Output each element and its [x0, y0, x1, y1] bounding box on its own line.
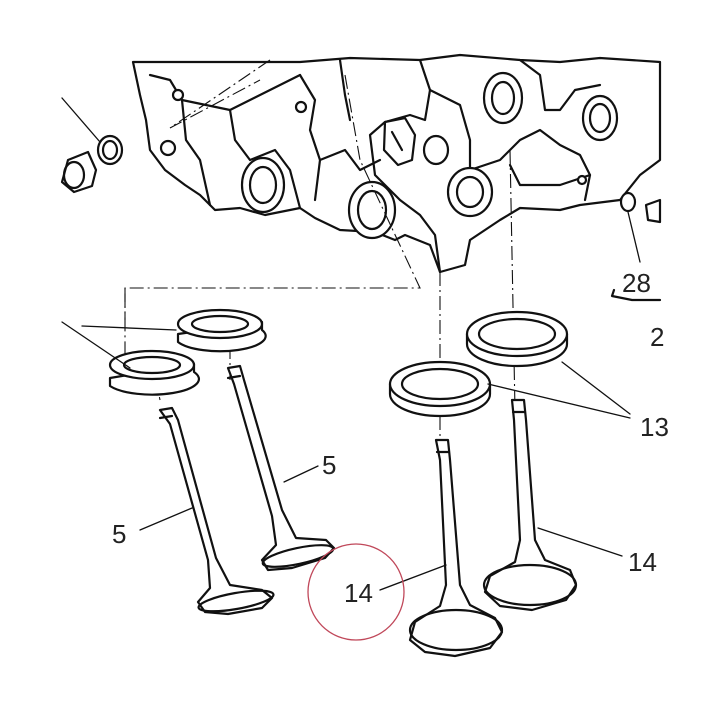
callout-5-left: 5: [112, 519, 126, 549]
valve-left-back: [226, 364, 336, 572]
screw-right: [610, 191, 662, 302]
valve-seal-left-2: [176, 308, 267, 353]
valve-14-front: [408, 438, 504, 658]
callout-28: 28: [622, 268, 651, 298]
callout-13: 13: [640, 412, 669, 442]
valve-left-front: [158, 406, 275, 616]
seat-ring-13-back: [465, 310, 569, 368]
callout-5-right: 5: [322, 450, 336, 480]
callout-2-partial: 2: [650, 322, 664, 352]
callout-14-center: 14: [344, 578, 373, 608]
plug-left: [60, 97, 124, 194]
highlight-circle: [307, 543, 405, 641]
seat-ring-13-front: [388, 360, 492, 418]
valve-14-back: [482, 398, 578, 612]
valve-seal-left-1: [108, 349, 201, 396]
callout-14-right: 14: [628, 547, 657, 577]
cylinder-head: [131, 53, 662, 274]
